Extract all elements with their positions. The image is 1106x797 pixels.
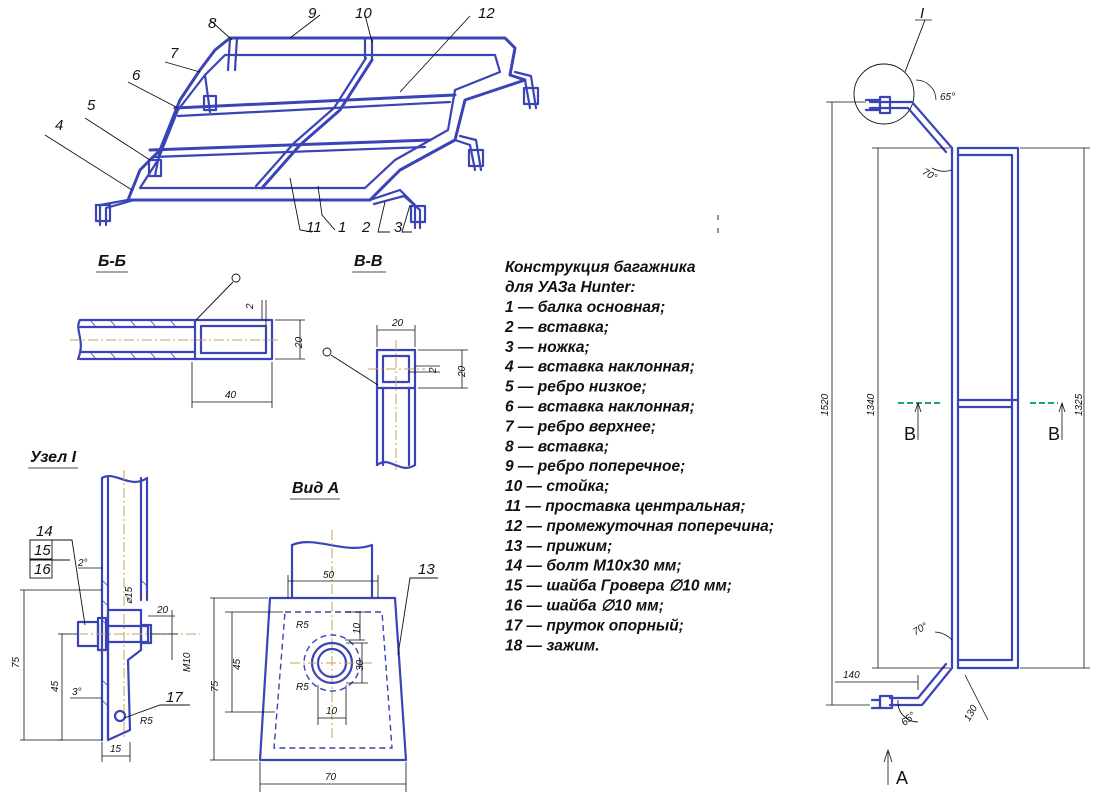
section-mark-left: В: [904, 424, 916, 444]
rack-callout-6: 6: [132, 67, 141, 84]
view-a-dim-75: 75: [210, 680, 221, 692]
view-a-dim-45: 45: [232, 658, 243, 670]
view-a: Вид А 13 50 R5 10 30 R5 10 45 75 70: [210, 480, 438, 792]
legend-item: 13 — прижим;: [505, 538, 612, 555]
dim-130: 130: [962, 703, 980, 723]
view-a-dim-10b: 10: [326, 706, 338, 717]
node-dia15: ⌀15: [124, 586, 135, 604]
section-vv: В-В 20 20 2: [322, 253, 468, 470]
legend-items: 1 — балка основная; 2 — вставка; 3 — ножка…: [504, 299, 774, 654]
legend-item: 5 — ребро низкое;: [505, 379, 647, 396]
node-m10: M10: [182, 652, 193, 672]
legend-item: 18 — зажим.: [505, 637, 600, 654]
side-angle-bottom: 65°: [899, 710, 918, 728]
rack-callout-3: 3: [394, 219, 403, 236]
rack-callout-7: 7: [170, 45, 179, 62]
node-i-view: Узел I 14 15 16 17 75 45 2°: [11, 449, 200, 762]
view-mark-a: A: [896, 768, 908, 788]
legend-title-1: Конструкция багажника: [505, 259, 696, 276]
rack-callout-10: 10: [355, 5, 372, 22]
node-r5: R5: [140, 716, 153, 727]
node-i-title: Узел I: [30, 449, 77, 466]
legend-item: 10 — стойка;: [505, 478, 609, 495]
side-angle-70-top: 70°: [920, 167, 939, 184]
legend-item: 15 — шайба Гровера ∅10 мм;: [505, 578, 732, 595]
bb-wall-dim: 2: [245, 303, 256, 310]
side-angle-top: 65°: [940, 92, 955, 103]
side-angle-70-bottom: 70°: [911, 621, 930, 638]
vv-width-dim: 20: [391, 318, 404, 329]
node-callout-16: 16: [34, 561, 51, 578]
rack-callout-12: 12: [478, 5, 495, 22]
legend-item: 14 — болт М10х30 мм;: [505, 558, 682, 575]
node-dim-15: 15: [110, 744, 122, 755]
legend-item: 4 — вставка наклонная;: [504, 359, 695, 376]
section-vv-title: В-В: [354, 253, 382, 270]
view-a-dim-70: 70: [325, 772, 337, 783]
node-dim-75: 75: [11, 656, 22, 668]
legend-title-2: для УАЗа Hunter:: [505, 279, 636, 296]
legend-item: 8 — вставка;: [505, 438, 609, 455]
vv-height-dim: 20: [457, 365, 468, 378]
bb-height-dim: 20: [294, 336, 305, 349]
section-bb-title: Б-Б: [98, 253, 126, 270]
rack-callout-5: 5: [87, 97, 96, 114]
rack-callout-1: 1: [338, 219, 346, 236]
view-a-r5-bottom: R5: [296, 682, 309, 693]
rack-callout-8: 8: [208, 15, 217, 32]
legend-item: 7 — ребро верхнее;: [505, 418, 656, 435]
legend-item: 6 — вставка наклонная;: [505, 399, 695, 416]
rack-callout-4: 4: [55, 117, 63, 134]
node-callout-17: 17: [166, 689, 183, 706]
dim-140: 140: [843, 670, 860, 681]
vv-wall-dim: 2: [428, 367, 439, 374]
legend-item: 12 — промежуточная поперечина;: [505, 518, 774, 535]
bb-width-dim: 40: [225, 390, 237, 401]
rack-callout-9: 9: [308, 5, 317, 22]
view-a-title: Вид А: [292, 480, 339, 497]
node-callout-14: 14: [36, 523, 53, 540]
view-a-dim-50: 50: [323, 570, 335, 581]
dim-1325: 1325: [1074, 393, 1085, 416]
legend-item: 9 — ребро поперечное;: [505, 458, 685, 475]
legend-item: 3 — ножка;: [505, 339, 590, 356]
section-mark-right: В: [1048, 424, 1060, 444]
legend-item: 17 — пруток опорный;: [505, 617, 684, 634]
view-a-r5-top: R5: [296, 620, 309, 631]
roof-rack-isometric: 4 5 6 7 8 9 10 12 11 1 2 3: [44, 5, 540, 236]
rack-callout-11: 11: [306, 219, 322, 236]
node-dim-45: 45: [50, 680, 61, 692]
view-a-dim-30: 30: [355, 659, 366, 671]
side-node-label: I: [920, 5, 924, 22]
node-i-circle: [853, 63, 915, 125]
section-bb: Б-Б 40 20 2: [70, 253, 305, 408]
dim-1340: 1340: [866, 393, 877, 416]
legend-item: 11 — проставка центральная;: [505, 498, 746, 515]
legend-item: 2 — вставка;: [504, 319, 609, 336]
view-a-dim-10: 10: [352, 622, 363, 634]
side-view: I В В 65° 70° 70° 65° 1520: [820, 5, 1090, 788]
legend-item: 1 — балка основная;: [505, 299, 665, 316]
node-angle-top: 2°: [77, 558, 88, 569]
node-dim-20: 20: [156, 605, 169, 616]
view-a-callout-13: 13: [418, 561, 435, 578]
legend-item: 16 — шайба ∅10 мм;: [505, 598, 664, 615]
node-angle-bottom: 3°: [72, 687, 82, 698]
rack-callouts: 4 5 6 7 8 9 10 12 11 1 2 3: [44, 5, 495, 236]
legend: Конструкция багажника для УАЗа Hunter: 1…: [504, 259, 774, 654]
dim-1520: 1520: [820, 393, 831, 416]
rack-callout-2: 2: [361, 219, 371, 236]
node-callout-15: 15: [34, 542, 51, 559]
